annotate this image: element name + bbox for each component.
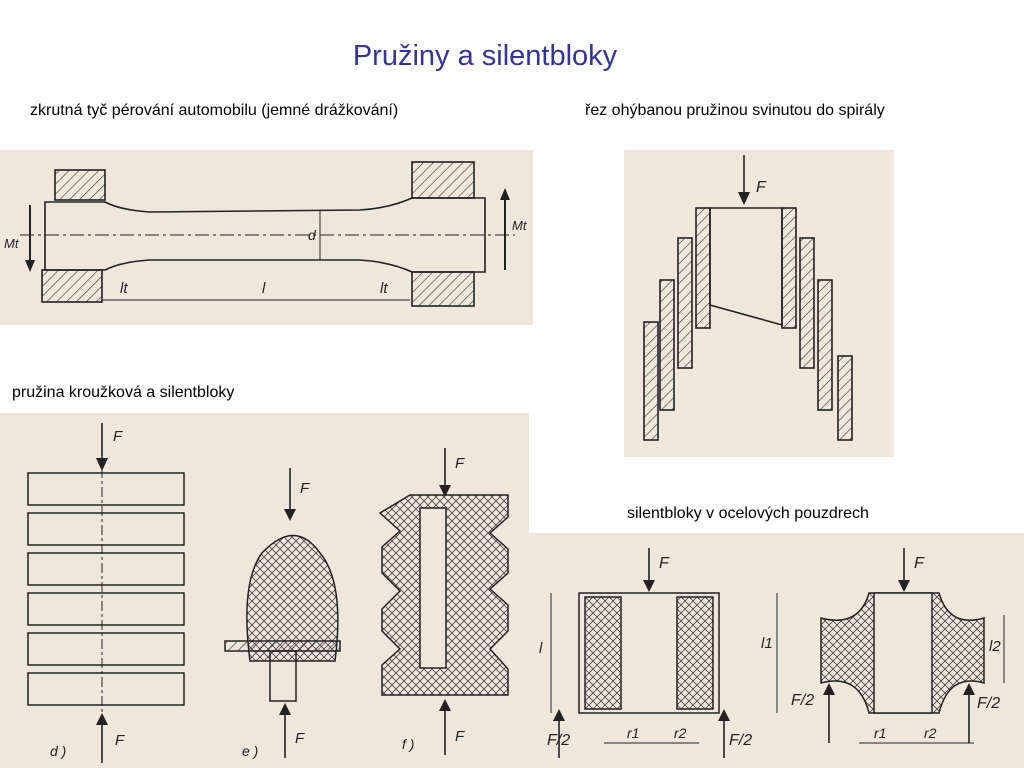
profile-force-bottom-label: F <box>455 728 465 745</box>
slide-title: Pružiny a silentbloky <box>352 40 618 72</box>
end-length-label-right: lt <box>380 280 388 297</box>
half-force-right-b: F/2 <box>977 695 1000 712</box>
caption-torsion-bar: zkrutná tyč pérování automobilu (jemné d… <box>30 102 399 119</box>
r1-label-left: r1 <box>627 725 639 741</box>
spiral-spring-image: F <box>624 150 894 457</box>
bushing-force-right: F <box>914 555 925 572</box>
caption-spiral-spring: řez ohýbanou pružinou svinutou do spirál… <box>585 102 885 119</box>
moment-label-left: Mt <box>4 236 20 251</box>
half-force-right-a: F/2 <box>791 692 814 709</box>
ring-spring-image: F F F F F F d ) e ) f ) <box>0 413 529 768</box>
spiral-force-label: F <box>756 179 767 196</box>
profile-force-top-label: F <box>455 455 465 472</box>
caption-steel-bushings: silentbloky v ocelových pouzdrech <box>627 505 869 522</box>
moment-label-right: Mt <box>512 218 528 233</box>
block-force-top-label: F <box>300 480 310 497</box>
steel-bushings-image: F F l l1 l2 F/2 F/2 F/2 F/2 r1 r2 r1 r2 <box>529 533 1024 768</box>
diameter-label: d <box>308 227 317 243</box>
length1-label: l1 <box>761 635 773 652</box>
block-force-bottom-label: F <box>295 730 305 747</box>
caption-ring-spring: pružina kroužková a silentbloky <box>12 384 235 401</box>
r1-label-right: r1 <box>874 725 886 741</box>
bushing-force-left: F <box>659 555 670 572</box>
label-d: d ) <box>50 743 66 759</box>
ring-force-top-label: F <box>113 428 123 445</box>
end-length-label-left: lt <box>120 280 128 297</box>
ring-force-bottom-label: F <box>115 732 125 749</box>
label-e: e ) <box>242 743 258 759</box>
length-label: l <box>262 280 266 297</box>
torsion-bar-image: Mt Mt d lt l lt <box>0 150 533 325</box>
r2-label-right: r2 <box>924 725 937 741</box>
half-force-left-a: F/2 <box>547 732 570 749</box>
length2-label: l2 <box>989 638 1001 655</box>
half-force-left-b: F/2 <box>729 732 752 749</box>
length-label: l <box>539 640 543 657</box>
r2-label-left: r2 <box>674 725 687 741</box>
label-f: f ) <box>402 736 414 752</box>
